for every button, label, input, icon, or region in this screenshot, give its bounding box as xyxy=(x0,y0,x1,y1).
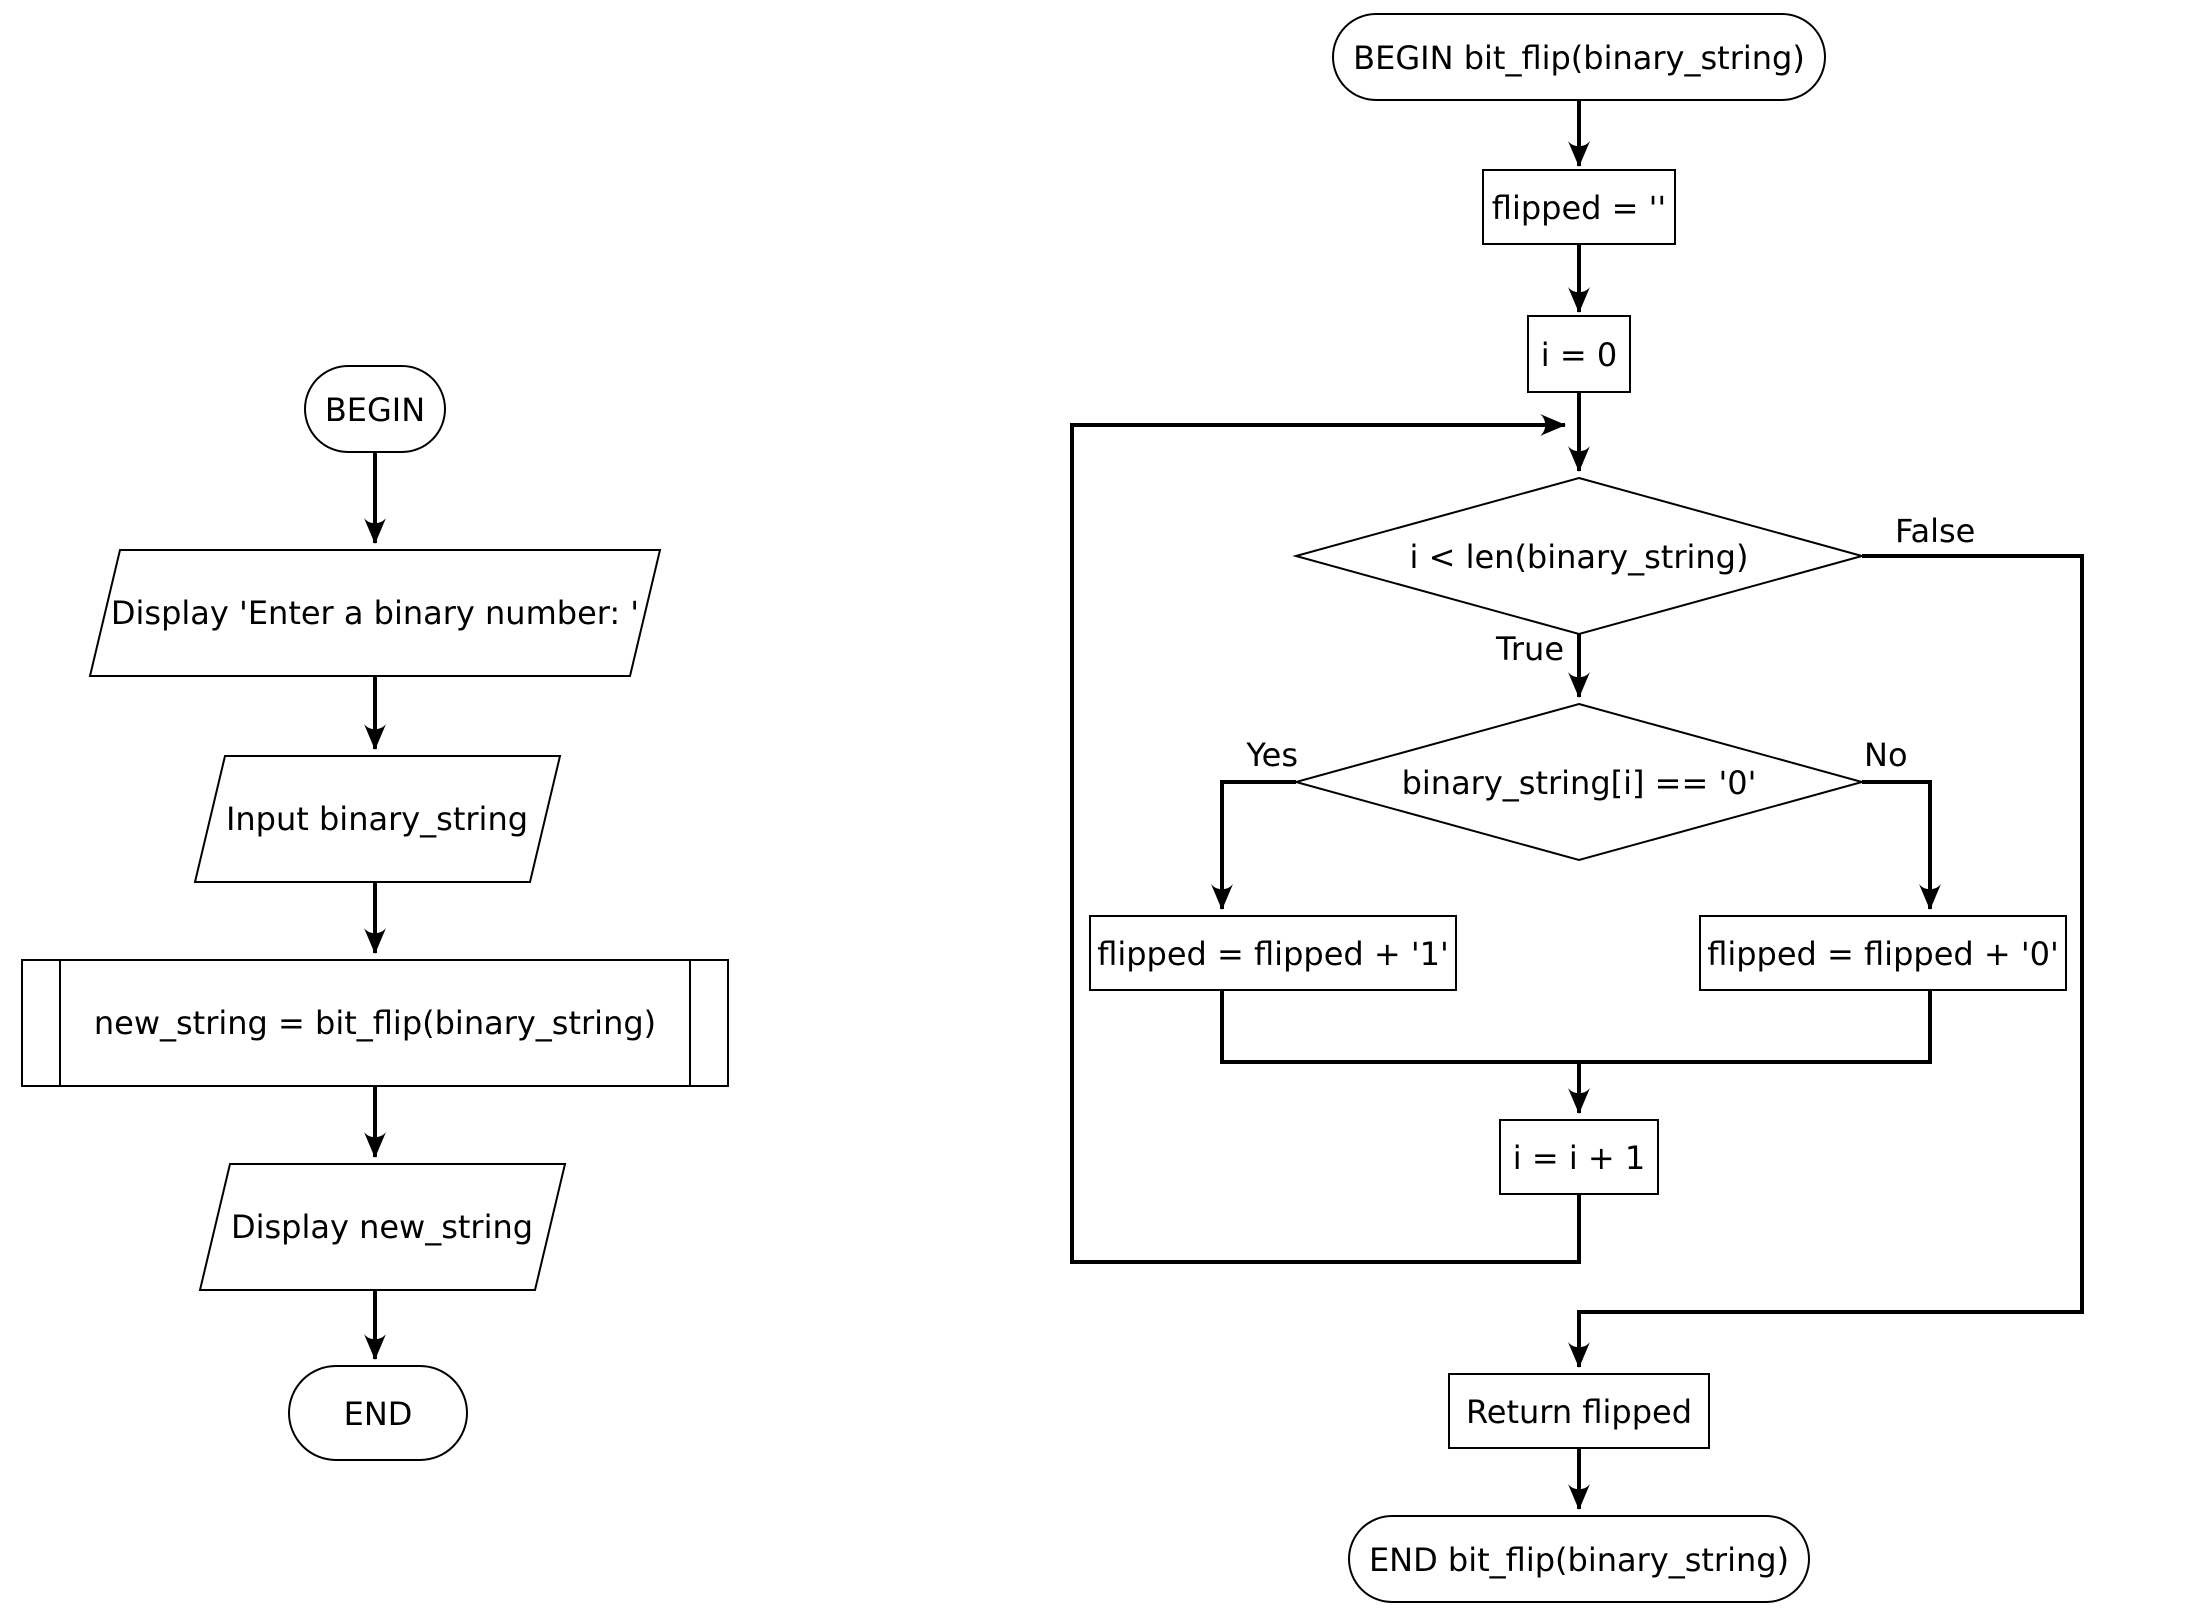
func-no-branch-connector xyxy=(1862,780,1941,910)
main-begin-label: BEGIN xyxy=(325,391,425,429)
func-loop-condition-label: i < len(binary_string) xyxy=(1410,538,1749,576)
func-append-zero-process xyxy=(1699,915,2067,991)
func-branch-merge-connector xyxy=(1220,990,1932,1064)
main-display-prompt-parallelogram xyxy=(88,549,662,677)
func-increment-label: i = i + 1 xyxy=(1513,1139,1645,1177)
main-display-prompt-label: Display 'Enter a binary number: ' xyxy=(111,594,639,632)
func-end-label: END bit_flip(binary_string) xyxy=(1369,1541,1789,1579)
func-init-i-label: i = 0 xyxy=(1541,336,1617,374)
main-end-terminator xyxy=(288,1365,468,1461)
main-end-label: END xyxy=(344,1395,413,1433)
func-init-flipped-label: flipped = '' xyxy=(1492,189,1666,227)
func-loopback-connector xyxy=(1070,414,1581,1264)
func-increment-process xyxy=(1499,1119,1659,1195)
func-return-label: Return flipped xyxy=(1466,1393,1692,1431)
main-flowchart: BEGIN Display 'Enter a binary number: ' … xyxy=(21,365,729,1461)
func-end-terminator xyxy=(1348,1515,1810,1603)
func-true-edge-label: True xyxy=(1495,630,1564,668)
func-false-edge-label: False xyxy=(1895,512,1975,550)
func-yes-edge-label: Yes xyxy=(1245,736,1298,774)
main-display-result-parallelogram xyxy=(198,1163,567,1291)
function-flowchart: BEGIN bit_flip(binary_string) flipped = … xyxy=(1070,13,2084,1603)
func-return-process xyxy=(1448,1373,1710,1449)
main-call-predefined-process xyxy=(21,959,729,1087)
func-no-edge-label: No xyxy=(1864,736,1908,774)
func-append-zero-label: flipped = flipped + '0' xyxy=(1707,935,2059,973)
main-input-label: Input binary_string xyxy=(226,800,528,838)
func-bit-condition-label: binary_string[i] == '0' xyxy=(1402,764,1757,802)
func-append-one-label: flipped = flipped + '1' xyxy=(1097,935,1449,973)
func-append-one-process xyxy=(1089,915,1457,991)
func-false-branch-connector xyxy=(1568,554,2084,1368)
func-bit-condition-diamond xyxy=(1292,702,1866,862)
main-display-result-label: Display new_string xyxy=(231,1208,533,1246)
func-yes-branch-connector xyxy=(1211,780,1296,910)
main-call-label: new_string = bit_flip(binary_string) xyxy=(94,1004,656,1042)
main-input-parallelogram xyxy=(193,755,562,883)
func-begin-label: BEGIN bit_flip(binary_string) xyxy=(1353,39,1805,77)
